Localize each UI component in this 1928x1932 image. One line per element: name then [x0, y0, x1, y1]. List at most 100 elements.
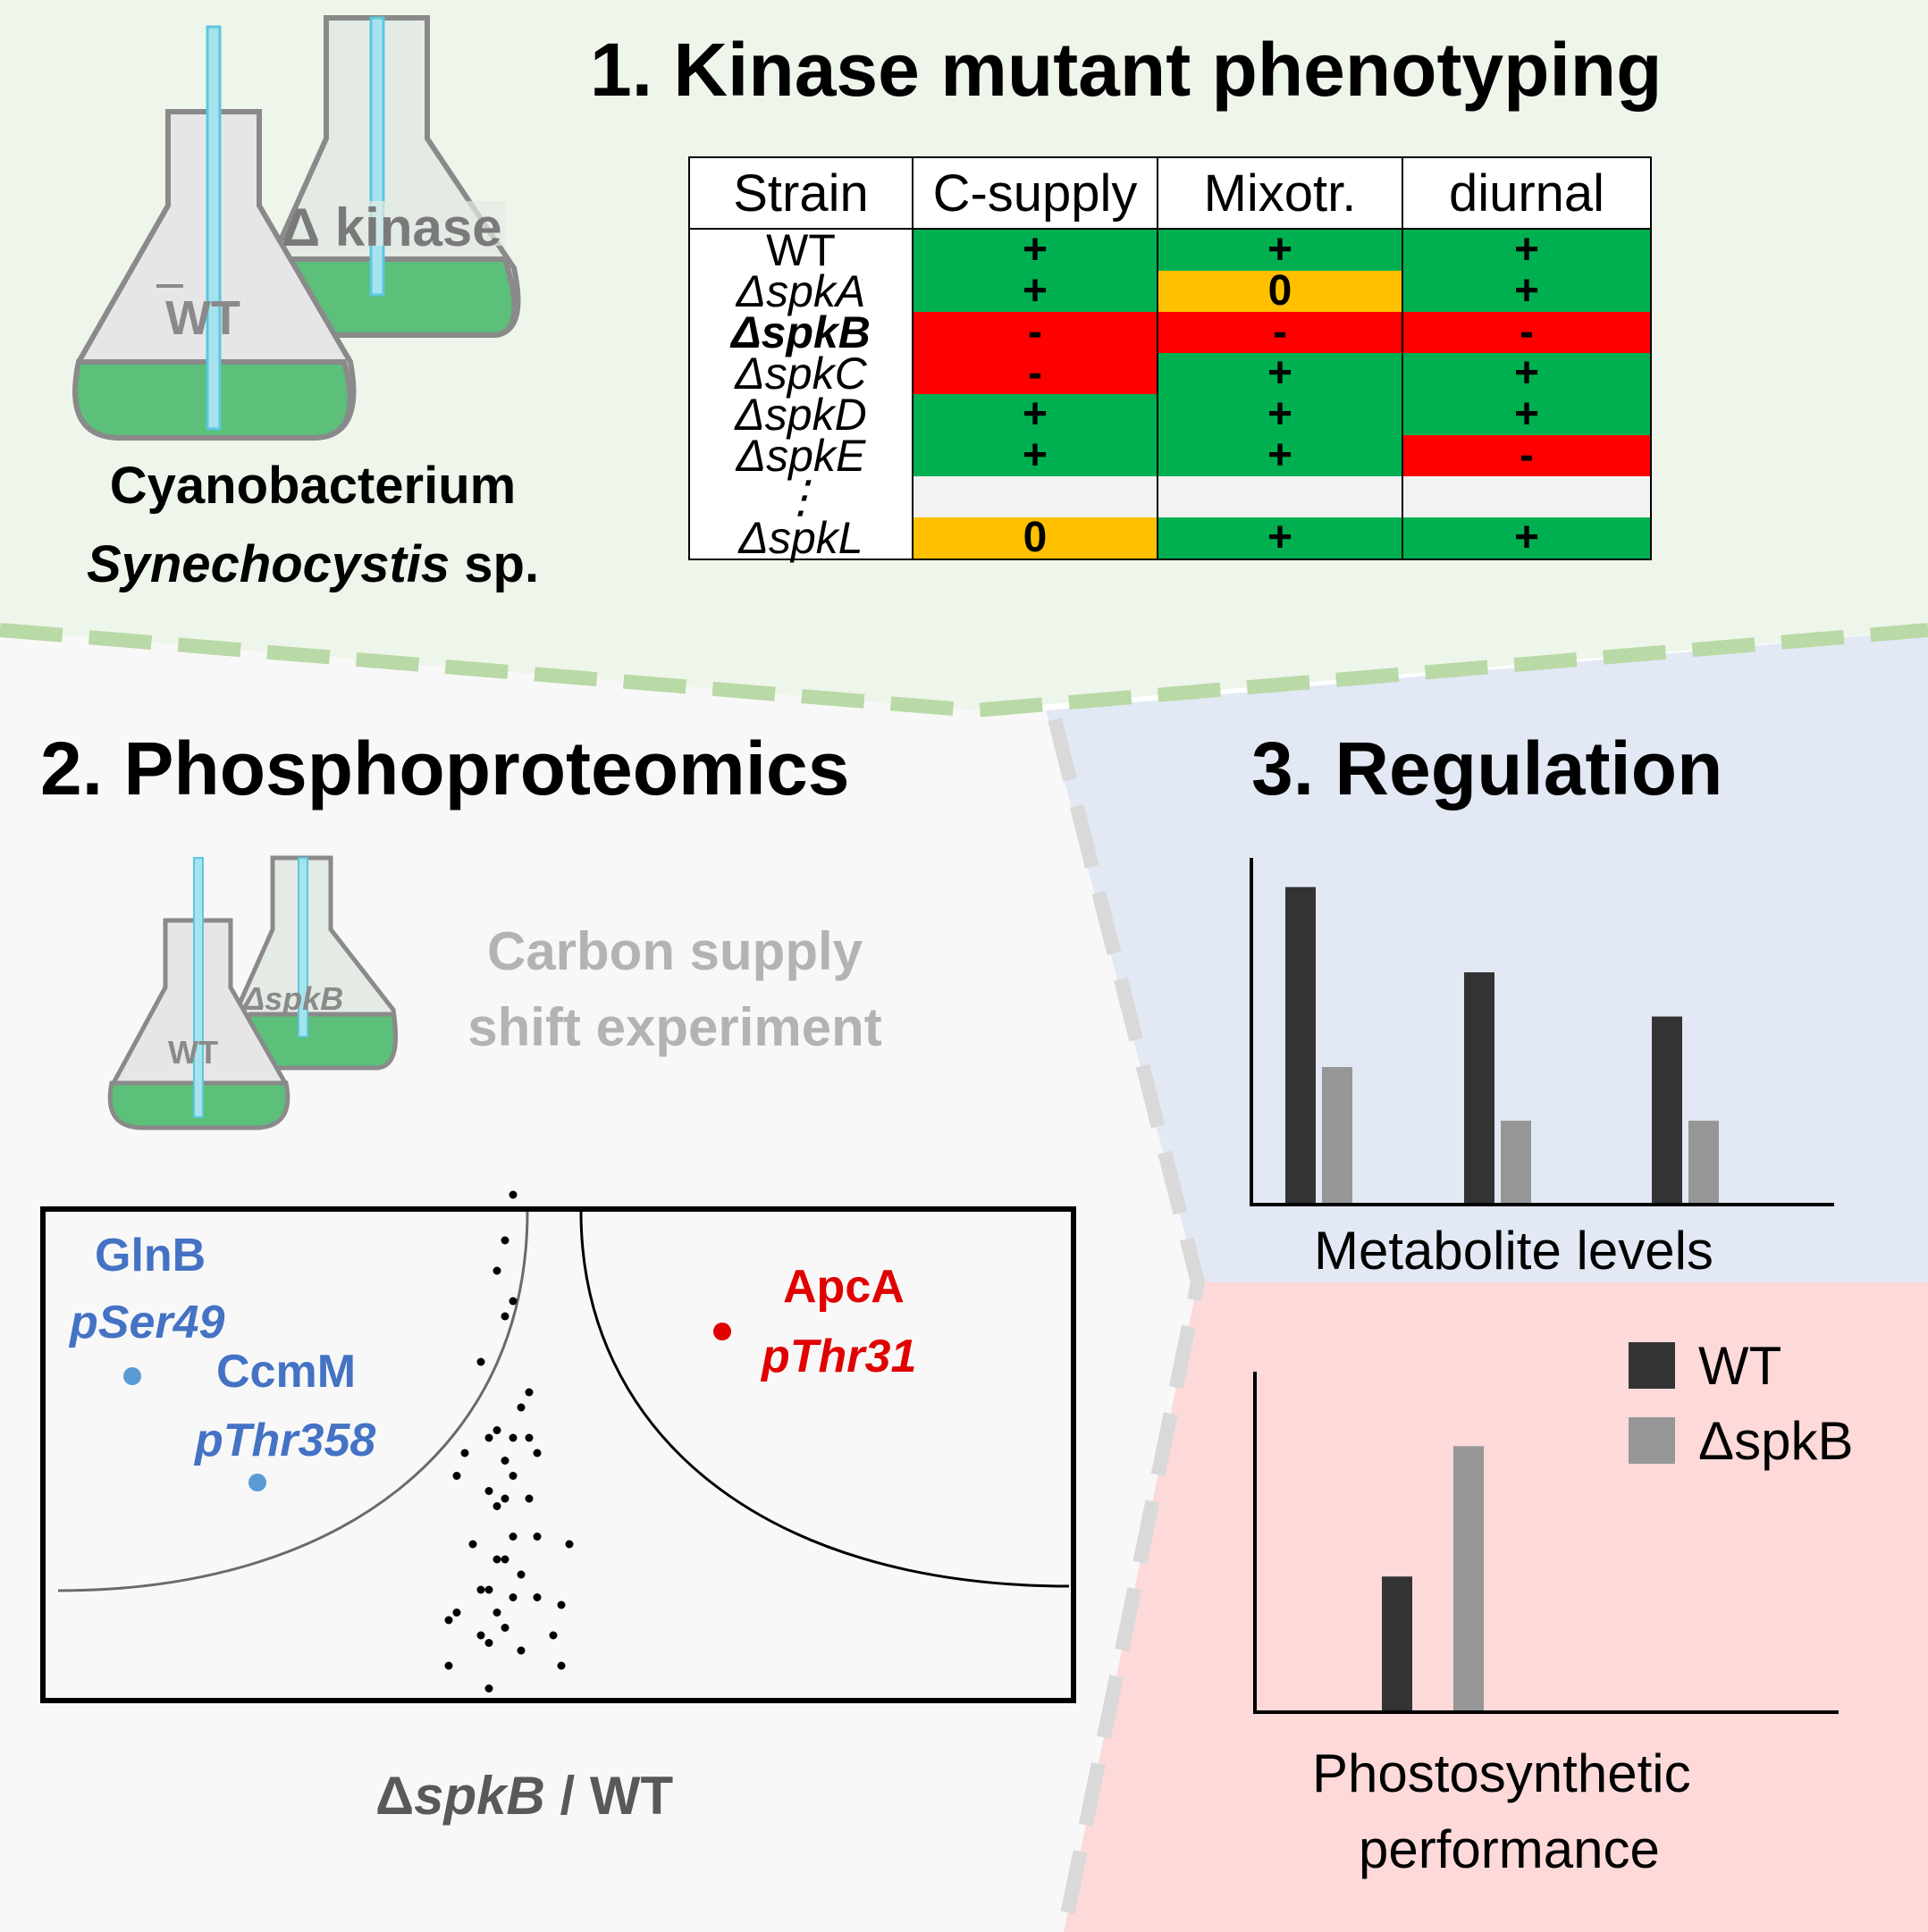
- volcano-point: [484, 1684, 493, 1693]
- apcA-label: ApcA: [783, 1261, 905, 1313]
- phenotype-cell: +: [1402, 517, 1652, 560]
- volcano-point: [444, 1661, 453, 1670]
- volcano-point: [501, 1312, 509, 1321]
- phenotype-cell: +: [1402, 393, 1652, 436]
- volcano-point: [549, 1631, 558, 1640]
- metabolite-bar: [1688, 1121, 1719, 1203]
- organism-name: Cyanobacterium: [109, 457, 517, 515]
- volcano-point: [557, 1600, 566, 1609]
- volcano-point: [493, 1555, 501, 1564]
- volcano-point: [565, 1540, 574, 1549]
- divider-dashed-gray: [1048, 718, 1206, 1932]
- phenotype-cell: +: [1157, 434, 1403, 477]
- table-row: ΔspkB---: [688, 310, 1652, 355]
- photosynthesis-panel-background: [1064, 1282, 1928, 1932]
- volcano-point: [493, 1502, 501, 1510]
- volcano-point: [533, 1593, 542, 1601]
- phenotype-cell: +: [1402, 352, 1652, 395]
- phenotype-cell: +: [1402, 229, 1652, 272]
- panel1-title: 1. Kinase mutant phenotyping: [590, 28, 1663, 112]
- volcano-point: [533, 1533, 542, 1541]
- flask-kinase-label: Δ kinase: [282, 197, 502, 257]
- phenotype-table: Strain C-supply Mixotr. diurnal WT+++Δsp…: [688, 156, 1652, 560]
- phenotype-cell: -: [1402, 434, 1652, 477]
- organism-species-suffix: sp.: [450, 535, 540, 593]
- volcano-point: [509, 1472, 518, 1480]
- apcA-point: [713, 1323, 731, 1340]
- legend-label-spkB-text: ΔspkB: [1698, 1411, 1854, 1471]
- metabolite-bars: [1285, 886, 1719, 1203]
- ccmM-point: [248, 1474, 266, 1491]
- legend-swatch-spkB: [1629, 1417, 1675, 1464]
- phenotype-cell: -: [1402, 311, 1652, 354]
- phenotype-cell: -: [912, 311, 1158, 354]
- panel2-title: 2. Phosphoproteomics: [40, 727, 850, 811]
- flask-wt-small-label: WT: [168, 1034, 218, 1071]
- volcano-point: [484, 1433, 493, 1442]
- volcano-point: [533, 1449, 542, 1457]
- x-label-delta: Δ: [375, 1766, 415, 1826]
- header-mixotr: Mixotr.: [1157, 156, 1403, 230]
- strain-cell: ΔspkA: [688, 269, 913, 314]
- volcano-point: [452, 1609, 461, 1617]
- strain-cell: ΔspkB: [688, 310, 913, 355]
- metabolite-bar: [1501, 1121, 1531, 1203]
- phenotype-cell: [912, 476, 1158, 517]
- volcano-point: [452, 1472, 461, 1480]
- metabolite-panel-background: [1046, 630, 1928, 1282]
- volcano-point: [444, 1616, 453, 1625]
- volcano-point: [525, 1433, 534, 1442]
- phenotype-cell: +: [912, 270, 1158, 313]
- experiment-label-line1: Carbon supply: [486, 921, 863, 981]
- organism-genus: Synechocystis: [86, 535, 450, 593]
- volcano-point: [501, 1236, 509, 1245]
- volcano-point: [557, 1661, 566, 1670]
- phenotype-cell: [1157, 476, 1403, 517]
- volcano-point: [476, 1631, 485, 1640]
- glnB-label: GlnB: [95, 1230, 206, 1281]
- volcano-plot-frame: [40, 1206, 1076, 1703]
- table-header-row: Strain C-supply Mixotr. diurnal: [688, 156, 1652, 230]
- strain-cell: ⋮: [688, 475, 913, 519]
- ccmM-site-label: pThr358: [195, 1415, 376, 1466]
- legend-swatch-wt: [1629, 1342, 1675, 1389]
- volcano-point: [501, 1494, 509, 1503]
- x-label-gene: spkB: [414, 1766, 545, 1826]
- table-row: WT+++: [688, 228, 1652, 273]
- phenotype-cell: -: [912, 352, 1158, 395]
- phenotype-cell: +: [912, 434, 1158, 477]
- table-row: ΔspkC-++: [688, 351, 1652, 396]
- volcano-point: [501, 1457, 509, 1465]
- metabolite-label: Metabolite levels: [1314, 1221, 1713, 1281]
- volcano-point: [509, 1533, 518, 1541]
- volcano-point: [517, 1403, 526, 1412]
- volcano-point: [460, 1449, 469, 1457]
- phenotype-cell: 0: [1157, 270, 1403, 313]
- volcano-point: [525, 1494, 534, 1503]
- phenotype-cell: 0: [912, 517, 1158, 560]
- table-row: ΔspkA+0+: [688, 269, 1652, 314]
- metabolite-bar: [1464, 972, 1494, 1203]
- divider-dashed-green: [0, 623, 1928, 718]
- flask-wt-small-icon: [107, 857, 290, 1130]
- phenotype-cell: +: [1157, 229, 1403, 272]
- strain-cell: ΔspkD: [688, 392, 913, 437]
- volcano-point: [509, 1433, 518, 1442]
- table-row: ΔspkE++-: [688, 433, 1652, 478]
- panel3-title: 3. Regulation: [1251, 727, 1723, 811]
- volcano-point: [517, 1570, 526, 1579]
- phenotype-cell: +: [912, 393, 1158, 436]
- organism-species: Synechocystis sp.: [45, 534, 581, 594]
- phenotype-cell: +: [1157, 517, 1403, 560]
- photo-bar: [1453, 1446, 1484, 1710]
- volcano-point: [484, 1639, 493, 1647]
- table-row: ΔspkD+++: [688, 392, 1652, 437]
- metabolite-bar: [1652, 1016, 1682, 1203]
- photo-label-line2: performance: [1359, 1819, 1660, 1879]
- volcano-point: [525, 1388, 534, 1397]
- volcano-point: [517, 1646, 526, 1655]
- header-strain: Strain: [688, 156, 913, 230]
- flask-wt-icon: [72, 25, 357, 441]
